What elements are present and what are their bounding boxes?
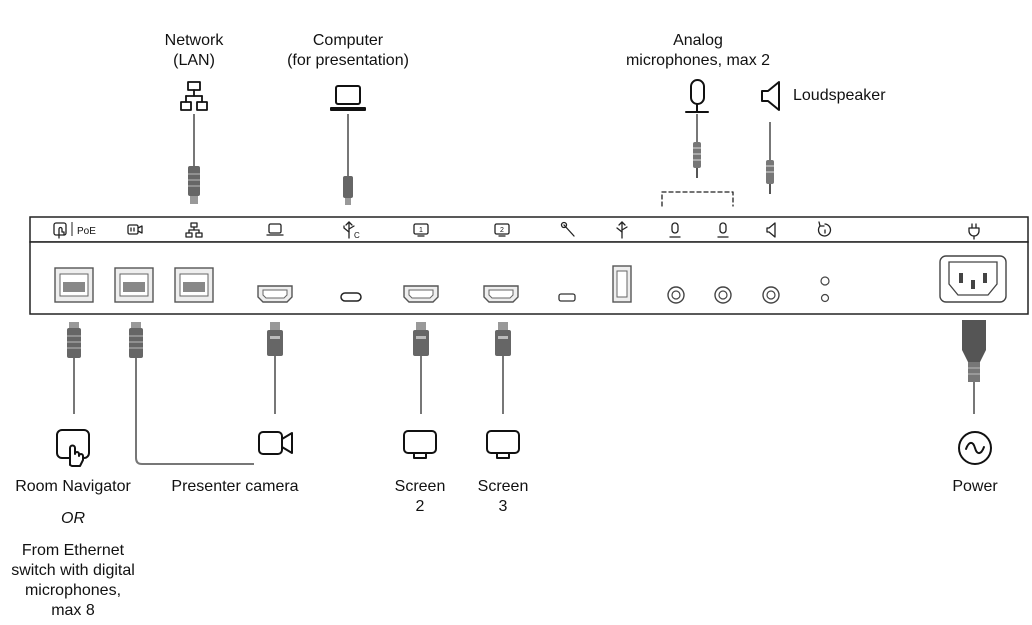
ethernet-switch-line1: From Ethernet: [21, 542, 125, 559]
touch-port-icon: [53, 222, 67, 239]
status-led: [820, 293, 830, 303]
network-port-icon: [185, 222, 203, 238]
usbc-sub-label: C: [354, 231, 360, 240]
computer-label: Computer (for presentation): [268, 31, 428, 71]
room-navigator-label: Room Navigator: [15, 478, 131, 495]
screen3-label-line2: 3: [498, 498, 508, 515]
rj45-connector: [188, 166, 200, 204]
touch-panel-icon: [56, 429, 90, 467]
network-icon: [180, 81, 208, 111]
mic1-port-icon: [669, 222, 681, 238]
laptop-port-icon: [266, 223, 284, 236]
mic2-port-icon: [717, 222, 729, 238]
or-label: OR: [61, 510, 85, 527]
mic-jack-2[interactable]: [714, 286, 732, 304]
usb-a-port[interactable]: [612, 265, 632, 303]
speaker-icon: [761, 81, 780, 111]
laptop-icon: [330, 85, 366, 111]
ethernet-port-3[interactable]: [174, 267, 214, 303]
computer-label-line2: (for presentation): [287, 52, 409, 69]
hdmi2-port-icon: [494, 223, 510, 237]
camera-hdmi-connector: [267, 322, 283, 356]
microphone-icon: [685, 79, 709, 113]
micro-usb-port[interactable]: [558, 293, 576, 302]
analog-mics-label: Analog microphones, max 2: [608, 31, 788, 71]
speaker-port-icon: [766, 222, 776, 238]
screen3-label-line1: Screen: [477, 478, 529, 495]
screen3-hdmi-connector: [495, 322, 511, 356]
service-wrench-icon: [560, 221, 575, 237]
usbc-port-icon: [343, 221, 355, 239]
presenter-camera-ethernet-cable: [135, 358, 254, 465]
power-ac-icon: [958, 431, 992, 465]
usb-port-icon: [616, 221, 628, 239]
poe-label: PoE: [77, 226, 96, 237]
screen2-label: Screen 2: [380, 477, 460, 517]
monitor-icon: [486, 430, 520, 459]
computer-label-line1: Computer: [312, 32, 384, 49]
screen2-label-line2: 2: [415, 498, 425, 515]
screen2-label-line1: Screen: [394, 478, 446, 495]
mic-jack-1[interactable]: [667, 286, 685, 304]
power-inlet[interactable]: [939, 255, 1007, 303]
hdmi1-port-icon: [413, 223, 429, 237]
power-label: Power: [952, 478, 998, 495]
hdmi-output-2-port[interactable]: [483, 285, 519, 303]
ethernet-port-1[interactable]: [54, 267, 94, 303]
hdmi-output-1-port[interactable]: [403, 285, 439, 303]
room-navigator-connector: [67, 322, 81, 358]
ethernet-switch-line4: max 8: [51, 602, 95, 619]
usbc-port[interactable]: [340, 292, 362, 302]
power-port-icon: [968, 223, 980, 240]
analog-mics-label-line2: microphones, max 2: [625, 52, 771, 69]
usbc-connector: [343, 176, 353, 205]
hdmi2-port-number: 2: [500, 227, 504, 234]
mic-jack-connector: [693, 142, 701, 178]
ethernet-switch-label: From Ethernet switch with digital microp…: [0, 541, 146, 621]
camera-icon: [258, 431, 293, 455]
presenter-camera-connector: [129, 322, 143, 358]
hdmi-input-port[interactable]: [257, 285, 293, 303]
ethernet-port-2[interactable]: [114, 267, 154, 303]
network-label-line1: Network: [164, 32, 224, 49]
hdmi1-port-number: 1: [419, 227, 423, 234]
camera-port-icon: [127, 224, 143, 235]
analog-mics-label-line1: Analog: [673, 32, 723, 49]
presenter-camera-label: Presenter camera: [171, 478, 299, 495]
reset-icon: [817, 221, 832, 237]
speaker-jack[interactable]: [762, 286, 780, 304]
ethernet-switch-line2: switch with digital: [11, 562, 135, 579]
screen2-hdmi-connector: [413, 322, 429, 356]
speaker-jack-connector: [766, 160, 774, 194]
network-label-line2: (LAN): [173, 52, 215, 69]
network-label: Network (LAN): [144, 31, 244, 71]
screen3-label: Screen 3: [463, 477, 543, 517]
power-plug: [962, 320, 986, 382]
monitor-icon: [403, 430, 437, 459]
mic-bracket: [661, 191, 734, 207]
reset-pinhole[interactable]: [820, 276, 830, 286]
loudspeaker-label: Loudspeaker: [793, 87, 886, 104]
ethernet-switch-line3: microphones,: [24, 582, 122, 599]
